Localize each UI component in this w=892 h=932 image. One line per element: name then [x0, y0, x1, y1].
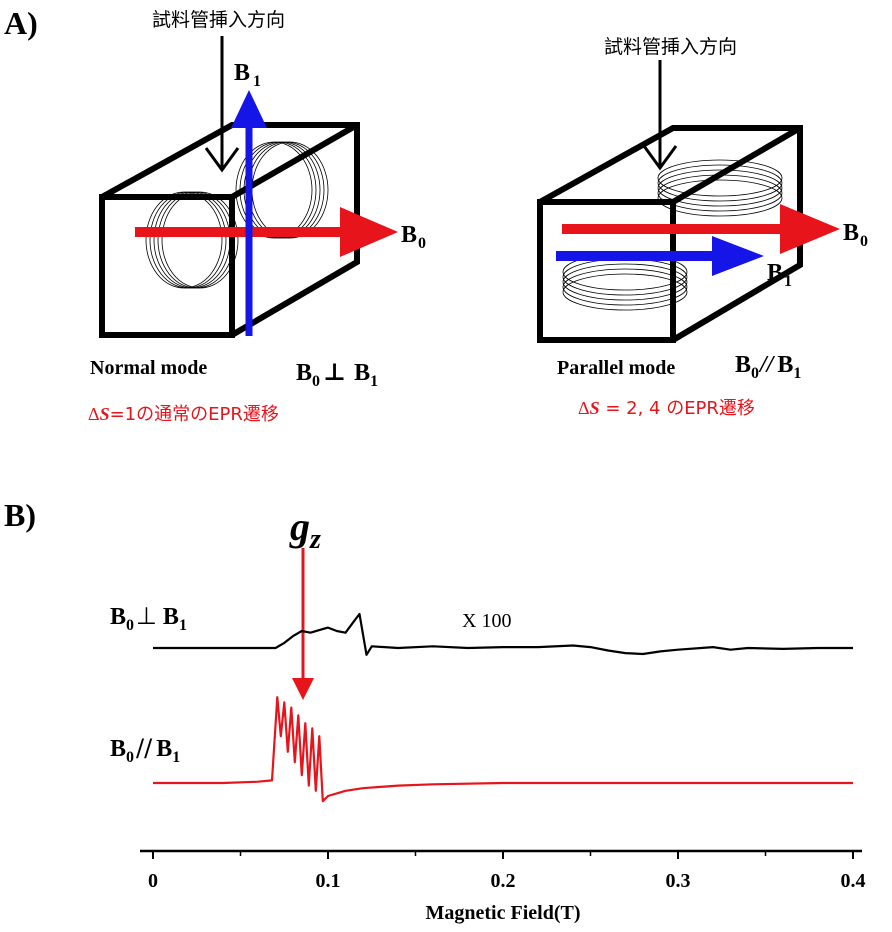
gz-arrow-head [292, 678, 314, 700]
x-axis-title: Magnetic Field(T) [426, 902, 581, 924]
multiplier-label: X 100 [462, 610, 511, 632]
parallel-mode-transition: ΔS = 2, 4 のEPR遷移 [578, 398, 755, 419]
insertion-arrowhead-right [642, 145, 678, 171]
panel-a-label: A) [4, 5, 38, 41]
coil-top-back [657, 159, 783, 217]
series-line-perpendicular [153, 612, 853, 656]
cavity-box-front [99, 194, 235, 338]
insertion-direction-label-right: 試料管挿入方向 [604, 36, 737, 58]
panel-b-label: B) [4, 497, 36, 533]
gz-label: gz [289, 504, 321, 555]
normal-mode-relation: B0⊥B1 [296, 360, 378, 390]
x-tick-label: 0 [148, 870, 158, 892]
x-tick-label: 0.2 [491, 870, 516, 892]
insertion-direction-label-left: 試料管挿入方向 [152, 9, 285, 31]
b0-label-left: B0 [401, 222, 426, 252]
normal-mode-label: Normal mode [90, 357, 207, 379]
x-tick-label: 0.3 [666, 870, 691, 892]
insertion-arrowhead-left [204, 147, 240, 173]
b1-label-right: B1 [767, 260, 792, 290]
cavity-box-top-edge-right [671, 125, 802, 205]
cavity-box-top-edge [230, 122, 359, 200]
cavity-box-front-right [537, 199, 676, 343]
b1-arrow-head-right [712, 236, 764, 276]
coil-bottom-front [562, 253, 688, 311]
trace-par-label: B0//B1 [110, 734, 180, 766]
coil-left-front [145, 191, 239, 289]
b0-label-right: B0 [843, 220, 868, 250]
x-tick-label: 0.4 [841, 870, 866, 892]
series-line-parallel [153, 696, 853, 803]
normal-mode-diagram [99, 36, 398, 338]
b0-arrow-head [340, 207, 398, 257]
b1-arrow-head [231, 90, 267, 128]
trace-perp-label: B0⊥B1 [110, 602, 187, 634]
parallel-mode-label: Parallel mode [557, 357, 675, 379]
parallel-mode-relation: B0//B1 [735, 352, 801, 382]
normal-mode-transition: ΔS=1の通常のEPR遷移 [88, 404, 279, 425]
x-tick-label: 0.1 [316, 870, 341, 892]
b0-arrow-head-right [780, 204, 840, 254]
parallel-mode-diagram [537, 60, 840, 343]
